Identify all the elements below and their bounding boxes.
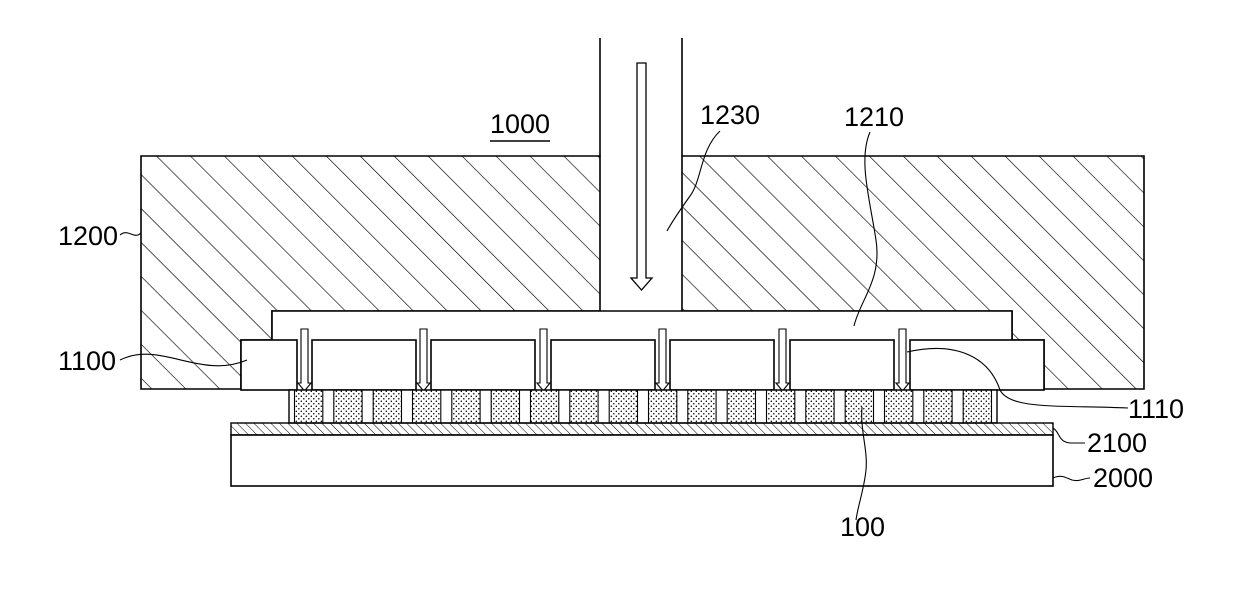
chip (924, 390, 952, 423)
label-2100: 2100 (1087, 428, 1147, 458)
label-1200: 1200 (58, 221, 118, 251)
label-1230: 1230 (700, 100, 760, 130)
chip (885, 390, 913, 423)
chip (334, 390, 362, 423)
chip (531, 390, 559, 423)
adhesive-layer (231, 423, 1053, 435)
chip-row (289, 390, 997, 423)
chip (767, 390, 795, 423)
leader-1200 (120, 233, 141, 236)
chip (688, 390, 716, 423)
label-1100: 1100 (58, 346, 116, 376)
leader-2000 (1053, 476, 1090, 480)
plate-segment (551, 340, 655, 390)
chip (452, 390, 480, 423)
label-assembly: 1000 (490, 109, 550, 139)
plate-segment (790, 340, 894, 390)
leader-2100 (1053, 428, 1085, 443)
chip (570, 390, 598, 423)
chip (963, 390, 991, 423)
chip (413, 390, 441, 423)
chip (295, 390, 323, 423)
arrow-down-icon (631, 63, 652, 290)
plate-segment (241, 340, 297, 390)
label-1210: 1210 (844, 102, 904, 132)
chip (373, 390, 401, 423)
plate-segment (910, 340, 1044, 390)
chip (806, 390, 834, 423)
chip (727, 390, 755, 423)
plate-segment (431, 340, 535, 390)
label-100: 100 (840, 512, 885, 542)
label-2000: 2000 (1093, 463, 1153, 493)
chip (649, 390, 677, 423)
pressing-plate (241, 340, 1044, 390)
plate-segment (312, 340, 416, 390)
chip (845, 390, 873, 423)
chip (491, 390, 519, 423)
plate-segment (670, 340, 774, 390)
label-1110: 1110 (1128, 394, 1184, 424)
chip (609, 390, 637, 423)
substrate (231, 435, 1053, 486)
